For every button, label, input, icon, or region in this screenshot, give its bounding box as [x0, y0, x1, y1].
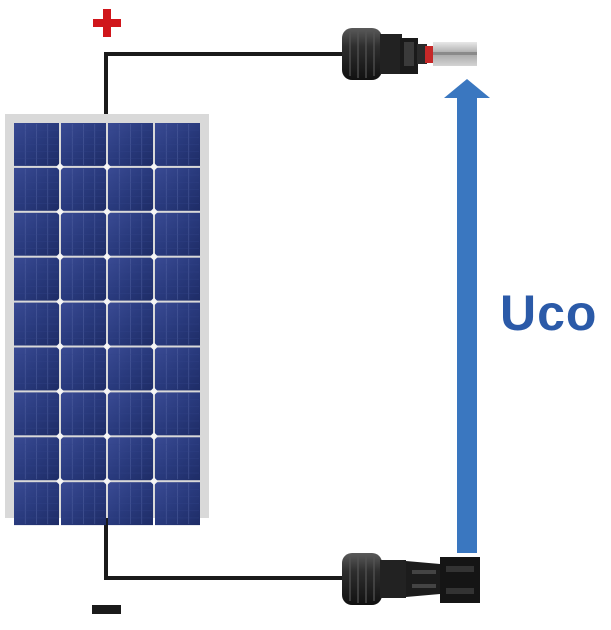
cell-corner-gap [56, 162, 64, 171]
cell-corner-gap [150, 162, 158, 171]
cell-corner-gap [103, 297, 111, 306]
cell-corner-gap [56, 297, 64, 306]
cell-corner-gap [103, 207, 111, 216]
cell-corner-gap [150, 342, 158, 351]
cell-corner-gap [56, 387, 64, 396]
cell-corner-gap [150, 432, 158, 441]
wire-negative [104, 517, 342, 580]
cell-corner-gap [103, 252, 111, 261]
cell-corner-gap [150, 207, 158, 216]
cell-corner-gap [150, 252, 158, 261]
female-connector [342, 28, 477, 80]
voltage-arrow [444, 79, 490, 553]
cell-corner-gap [150, 297, 158, 306]
cell-corner-gap [103, 387, 111, 396]
voltage-label: Uco [500, 285, 598, 341]
solar-panel [5, 114, 209, 526]
male-connector [342, 553, 480, 605]
wire-positive [104, 52, 342, 115]
cell-corner-gap [56, 252, 64, 261]
positive-sign-icon [93, 9, 121, 37]
cell-corner-gap [103, 342, 111, 351]
negative-sign-icon [92, 605, 121, 614]
cell-corner-gap [56, 342, 64, 351]
cell-corner-gap [56, 207, 64, 216]
cell-corner-gap [103, 432, 111, 441]
cell-corner-gap [56, 477, 64, 486]
cell-corner-gap [56, 432, 64, 441]
cell-corner-gap [150, 477, 158, 486]
cell-corner-gap [103, 477, 111, 486]
cell-corner-gap [150, 387, 158, 396]
cell-corner-gap [103, 162, 111, 171]
